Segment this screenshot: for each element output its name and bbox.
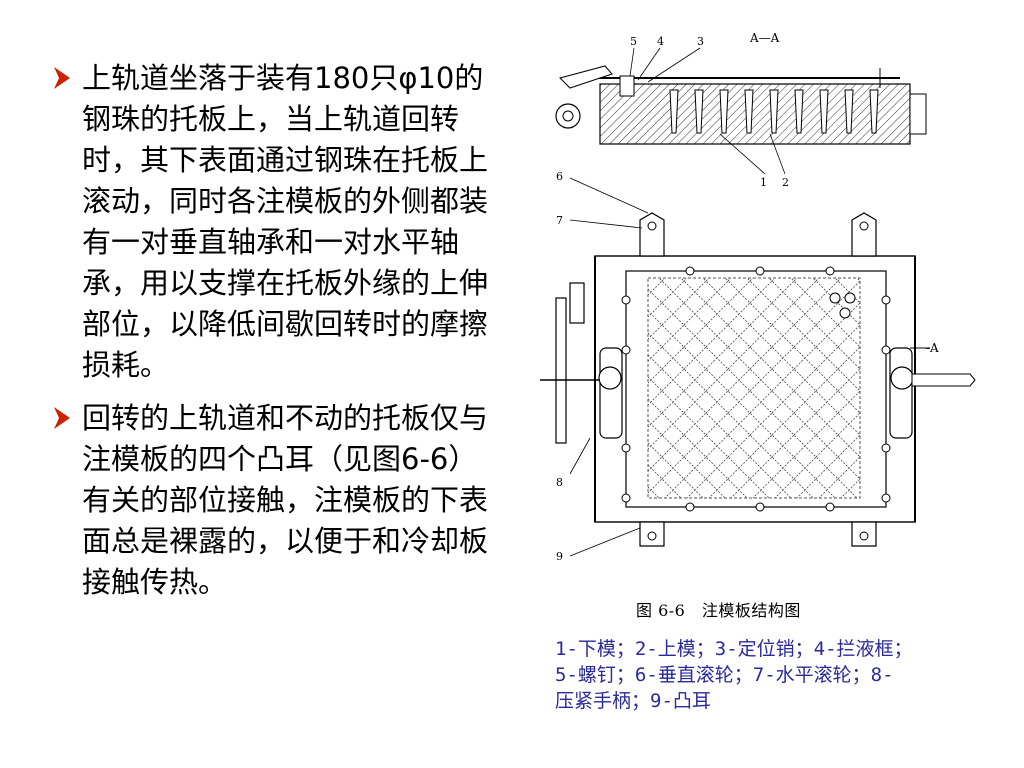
figure-caption: 图 6-6 注模板结构图 xyxy=(636,601,801,620)
bullet-text: 回转的上轨道和不动的托板仅与注模板的四个凸耳（见图6-6）有关的部位接触，注模板… xyxy=(82,401,489,599)
section-marker: -A xyxy=(926,341,939,355)
callout-label: 5 xyxy=(630,35,637,48)
legend-line: 1-下模；2-上模；3-定位销；4-拦液框； xyxy=(555,638,913,660)
section-view: A—A xyxy=(555,31,927,189)
arrow-bullet-icon xyxy=(52,58,82,94)
bullet-list: 上轨道坐落于装有180只φ10的钢珠的托板上，当上轨道回转时，其下表面通过钢珠在… xyxy=(52,58,512,615)
legend-line: 压紧手柄；9-凸耳 xyxy=(555,690,711,712)
mold-plate-diagram: A—A xyxy=(530,28,1015,588)
callout-label: 7 xyxy=(556,214,563,227)
callout-label: 8 xyxy=(556,476,563,489)
figure-legend: 1-下模；2-上模；3-定位销；4-拦液框； 5-螺钉；6-垂直滚轮；7-水平滚… xyxy=(555,636,1015,714)
bullet-item: 上轨道坐落于装有180只φ10的钢珠的托板上，当上轨道回转时，其下表面通过钢珠在… xyxy=(52,58,512,386)
legend-line: 5-螺钉；6-垂直滚轮；7-水平滚轮；8- xyxy=(555,664,894,686)
callout-label: 9 xyxy=(556,550,563,563)
callout-label: 1 xyxy=(760,176,767,189)
callout-label: 3 xyxy=(697,35,704,48)
bullet-text: 上轨道坐落于装有180只φ10的钢珠的托板上，当上轨道回转时，其下表面通过钢珠在… xyxy=(82,61,489,382)
section-label: A—A xyxy=(749,31,780,45)
bullet-item: 回转的上轨道和不动的托板仅与注模板的四个凸耳（见图6-6）有关的部位接触，注模板… xyxy=(52,398,512,603)
arrow-bullet-icon xyxy=(52,398,82,434)
callout-label: 4 xyxy=(657,35,664,48)
plan-view: -A 6 7 8 9 xyxy=(540,170,976,563)
callout-label: 6 xyxy=(556,170,563,183)
callout-label: 2 xyxy=(782,176,789,189)
